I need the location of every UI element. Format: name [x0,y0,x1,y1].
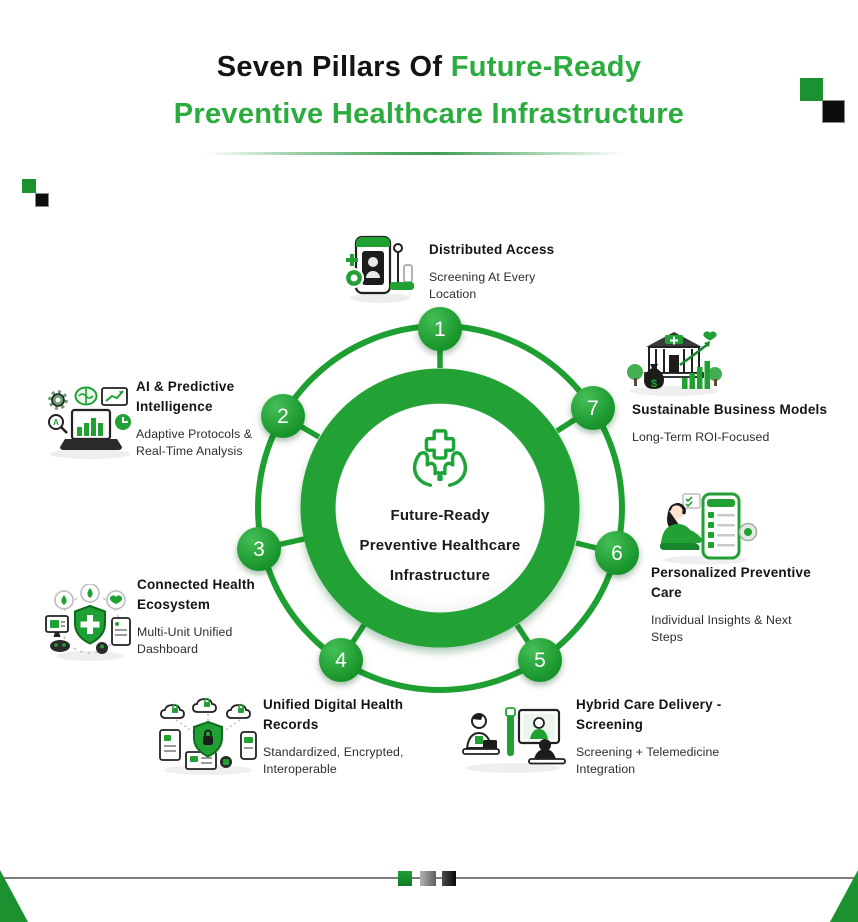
node-number: 4 [335,648,347,672]
svg-text:$: $ [651,378,657,390]
decor-square-black-topright [822,100,845,123]
pillar-block-7: Sustainable Business Models Long-Term RO… [632,400,852,446]
pillar-node-4: 4 [319,638,363,682]
pillar-title: Unified Digital Health Records [263,697,404,732]
pillar-node-2: 2 [261,394,305,438]
connected-shield-devices-icon [45,584,131,661]
pillar-title: Personalized Preventive Care [651,565,811,600]
pillar-title: AI & Predictive Intelligence [136,379,235,414]
svg-text:A: A [53,418,59,427]
telemedicine-consult-icon [462,707,566,773]
screening-kiosk-icon [343,235,414,303]
pillar-block-2: AI & Predictive Intelligence Adaptive Pr… [136,377,278,459]
center-line-3: Infrastructure [389,567,491,584]
pillar-node-5: 5 [518,638,562,682]
pillar-block-5: Hybrid Care Delivery - Screening Screeni… [576,695,751,777]
encrypted-cloud-records-icon [159,697,257,775]
seven-pillar-ring-diagram [255,323,625,693]
pillar-description: Screening + Telemedicine Integration [576,745,720,776]
title-space [442,51,450,83]
ai-analytics-laptop-icon: A [48,386,131,459]
decor-square-green-left [22,179,36,193]
pillar-node-7: 7 [571,386,615,430]
center-label: Future-Ready Preventive Healthcare Infra… [340,426,540,591]
pillar-description: Multi-Unit Unified Dashboard [137,625,233,656]
pillar-description: Individual Insights & Next Steps [651,613,792,644]
pillar-node-1: 1 [418,307,462,351]
pillar-node-6: 6 [595,531,639,575]
pillar-title: Connected Health Ecosystem [137,577,255,612]
pillar-description: Standardized, Encrypted, Interoperable [263,745,404,776]
footer-square-gray [420,871,436,886]
personal-health-app-icon [659,492,758,565]
pillar-title: Distributed Access [429,242,555,257]
pillar-description: Long-Term ROI-Focused [632,430,770,444]
pillar-description: Adaptive Protocols & Real-Time Analysis [136,427,253,458]
pillar-node-3: 3 [237,527,281,571]
decor-square-black-left [35,193,49,207]
node-number: 1 [434,317,446,341]
node-number: 5 [534,648,546,672]
center-text: Future-Ready Preventive Healthcare Infra… [340,501,540,591]
hands-holding-medical-cross-icon [412,429,468,487]
node-number: 3 [253,537,265,561]
pillar-description: Screening At Every Location [429,270,536,301]
title-line-1: Seven Pillars Of Future-Ready [0,44,858,91]
footer-square-green [398,871,412,886]
title-green-part: Future-Ready [450,51,642,83]
decor-square-green-topright [800,78,823,101]
inner-donut-ring [300,368,580,648]
center-white-circle [336,404,544,612]
node-number: 7 [587,396,599,420]
footer-square-black [442,871,456,886]
pillar-title: Hybrid Care Delivery - Screening [576,697,722,732]
center-line-2: Preventive Healthcare [359,537,521,554]
pillar-block-6: Personalized Preventive Care Individual … [651,563,826,645]
pillar-block-3: Connected Health Ecosystem Multi-Unit Un… [137,575,267,657]
pillar-block-1: Distributed Access Screening At Every Lo… [429,240,589,302]
pillar-title: Sustainable Business Models [632,402,828,417]
title-divider [205,152,623,155]
clinic-growth-chart-icon: $ [627,331,722,396]
pillar-block-4: Unified Digital Health Records Standardi… [263,695,435,777]
center-line-1: Future-Ready [390,507,490,524]
page-title: Seven Pillars Of Future-Ready Preventive… [0,44,858,138]
title-line-2: Preventive Healthcare Infrastructure [173,98,685,130]
title-black-part: Seven Pillars Of [216,51,443,83]
node-number: 6 [611,541,623,565]
node-number: 2 [277,404,289,428]
